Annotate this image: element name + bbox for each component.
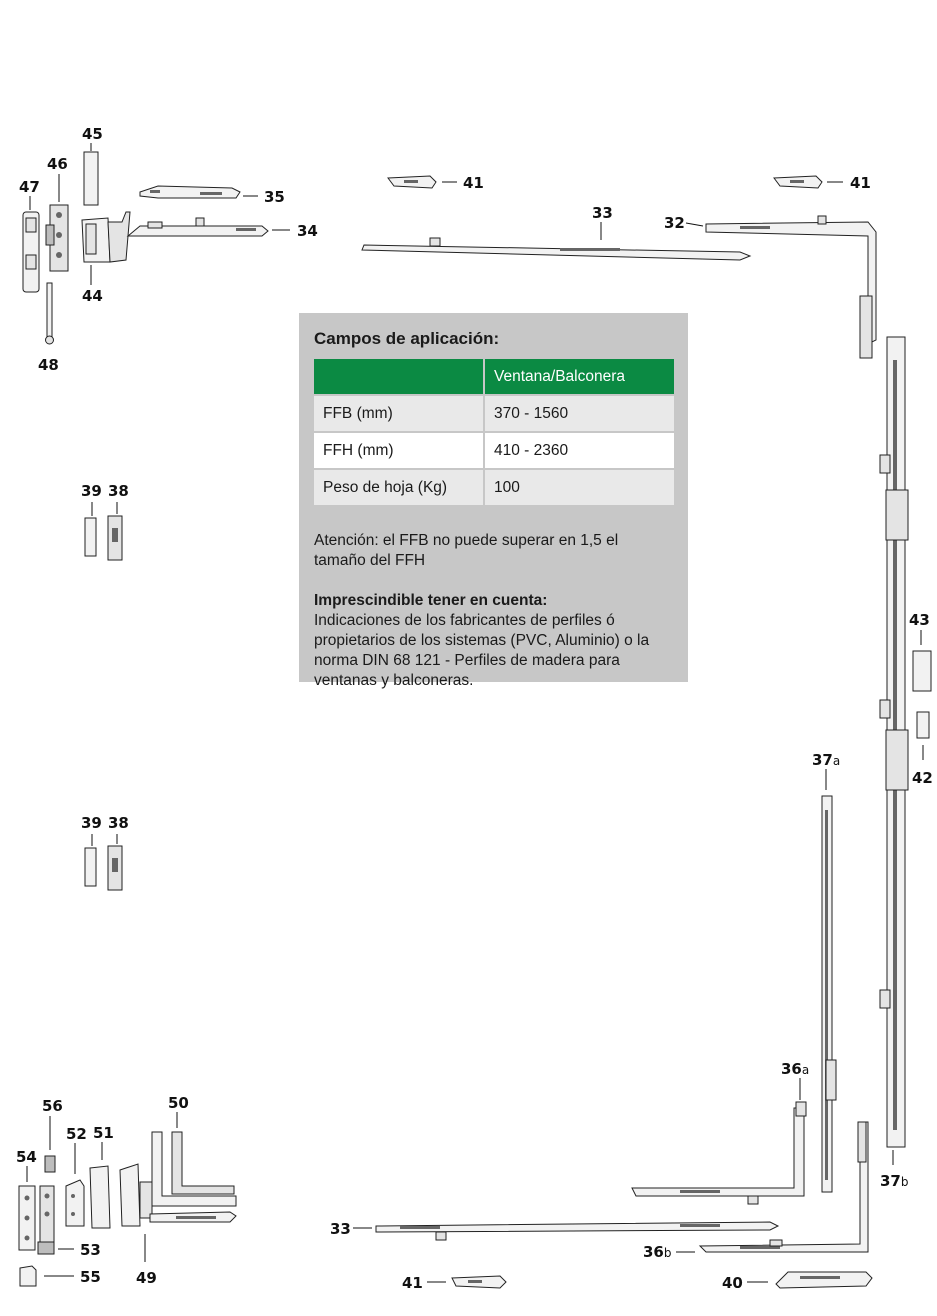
table-cell: FFB (mm) bbox=[314, 395, 485, 433]
part-50-corner-bearing bbox=[149, 1131, 237, 1223]
attention-note: Atención: el FFB no puede superar en 1,5… bbox=[314, 532, 619, 569]
table-row: Peso de hoja (Kg) 100 bbox=[314, 469, 674, 507]
part-39-38-keeps-upper bbox=[84, 515, 123, 561]
part-42-keep bbox=[916, 711, 930, 739]
tips-title: Imprescindible tener en cuenta: bbox=[314, 592, 548, 609]
table-header-row: Ventana/Balconera bbox=[314, 359, 674, 396]
label-36a: 36a bbox=[781, 1060, 809, 1078]
label-37b: 37b bbox=[880, 1172, 909, 1190]
label-53: 53 bbox=[80, 1241, 101, 1259]
part-44-hinge bbox=[81, 211, 131, 263]
table-row: FFB (mm) 370 - 1560 bbox=[314, 395, 674, 433]
part-33-top-connecting-rod bbox=[361, 237, 752, 261]
label-39-upper: 39 bbox=[81, 482, 102, 500]
label-41-top-right: 41 bbox=[850, 174, 871, 192]
label-35: 35 bbox=[264, 188, 285, 206]
part-43-cap bbox=[912, 650, 932, 692]
label-38-lower: 38 bbox=[108, 814, 129, 832]
part-49-hinge-body bbox=[119, 1163, 153, 1227]
part-32-corner-top-right bbox=[705, 215, 877, 359]
part-41-keep-top-left bbox=[387, 175, 437, 189]
part-48-pin bbox=[45, 282, 54, 345]
label-46: 46 bbox=[47, 155, 68, 173]
part-47-cover bbox=[22, 211, 40, 293]
part-33-bottom-connecting-rod bbox=[375, 1221, 780, 1241]
label-56: 56 bbox=[42, 1097, 63, 1115]
label-33-top: 33 bbox=[592, 204, 613, 222]
label-41-top-left: 41 bbox=[463, 174, 484, 192]
table-cell: 410 - 2360 bbox=[484, 432, 674, 470]
label-55: 55 bbox=[80, 1268, 101, 1286]
label-47: 47 bbox=[19, 178, 40, 196]
label-51: 51 bbox=[93, 1124, 114, 1142]
part-52-hinge bbox=[65, 1179, 85, 1227]
application-fields-panel: Campos de aplicación: Ventana/Balconera … bbox=[299, 313, 688, 689]
label-38-upper: 38 bbox=[108, 482, 129, 500]
table-cell: FFH (mm) bbox=[314, 432, 485, 470]
application-table: Ventana/Balconera FFB (mm) 370 - 1560 FF… bbox=[314, 359, 674, 507]
table-cell: 370 - 1560 bbox=[484, 395, 674, 433]
part-37b-espagnolette bbox=[879, 336, 909, 1148]
part-34-stay bbox=[126, 217, 269, 237]
panel-title: Campos de aplicación: bbox=[314, 329, 500, 348]
part-36b-corner bbox=[698, 1121, 869, 1253]
table-row: FFH (mm) 410 - 2360 bbox=[314, 432, 674, 470]
label-52: 52 bbox=[66, 1125, 87, 1143]
label-54: 54 bbox=[16, 1148, 37, 1166]
label-48: 48 bbox=[38, 356, 59, 374]
part-40-keep bbox=[775, 1271, 873, 1289]
label-49: 49 bbox=[136, 1269, 157, 1287]
part-56-pin bbox=[44, 1155, 56, 1173]
label-34: 34 bbox=[297, 222, 318, 240]
part-39-38-keeps-lower bbox=[84, 845, 123, 891]
label-42: 42 bbox=[912, 769, 933, 787]
label-33-bottom: 33 bbox=[330, 1220, 351, 1238]
label-44: 44 bbox=[82, 287, 103, 305]
label-37a: 37a bbox=[812, 751, 840, 769]
label-39-lower: 39 bbox=[81, 814, 102, 832]
part-41-keep-top-right bbox=[773, 175, 823, 189]
part-41-keep-bottom bbox=[451, 1275, 507, 1289]
label-36b: 36b bbox=[643, 1243, 672, 1261]
label-32: 32 bbox=[664, 214, 685, 232]
part-36a-corner bbox=[631, 1101, 807, 1205]
table-cell: 100 bbox=[484, 469, 674, 507]
part-51-cover bbox=[89, 1165, 111, 1229]
tips-body: Indicaciones de los fabricantes de perfi… bbox=[314, 612, 650, 689]
label-40: 40 bbox=[722, 1274, 743, 1292]
table-header-cell bbox=[314, 359, 485, 396]
label-50: 50 bbox=[168, 1094, 189, 1112]
label-41-bottom: 41 bbox=[402, 1274, 423, 1292]
label-45: 45 bbox=[82, 125, 103, 143]
part-35-stay-arm bbox=[139, 185, 241, 199]
part-53-bearing bbox=[37, 1185, 55, 1255]
label-43: 43 bbox=[909, 611, 930, 629]
table-header-cell: Ventana/Balconera bbox=[484, 359, 674, 396]
part-45-cap bbox=[83, 151, 99, 206]
table-cell: Peso de hoja (Kg) bbox=[314, 469, 485, 507]
part-46-hinge-plate bbox=[45, 204, 69, 272]
part-54-plate bbox=[18, 1185, 36, 1251]
part-55-block bbox=[19, 1265, 37, 1287]
part-37a-espagnolette bbox=[821, 795, 837, 1193]
